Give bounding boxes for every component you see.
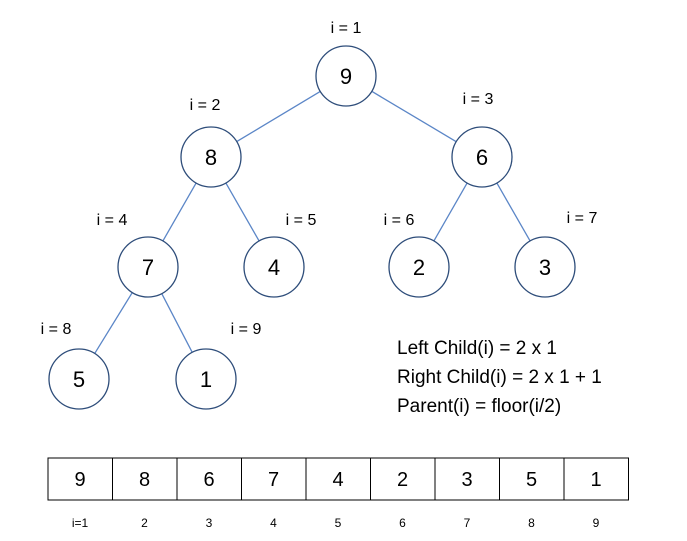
- node-value-8: 5: [73, 367, 85, 392]
- array-cell-value: 4: [332, 469, 343, 491]
- tree-edges: [94, 90, 531, 354]
- array-index-label: 5: [335, 516, 342, 530]
- tree-edge: [225, 182, 260, 242]
- tree-node: 9 i = 1: [315, 20, 377, 107]
- heap-array: 9 8 6 7 4 2 3 5 1 i=1 2 3 4 5 6 7 8 9: [47, 457, 629, 530]
- array-index-label: i=1: [72, 516, 89, 530]
- array-cell-value: 2: [397, 469, 408, 491]
- tree-node: 3 i = 7: [514, 210, 598, 298]
- array-cell: [434, 457, 500, 501]
- node-index-label-3: i = 3: [463, 91, 494, 108]
- formula-left-child: Left Child(i) = 2 x 1: [397, 338, 557, 359]
- node-index-label-7: i = 7: [567, 210, 598, 227]
- node-circle-1: [315, 45, 377, 107]
- node-circle-4: [117, 236, 179, 298]
- tree-edge: [94, 292, 133, 354]
- formula-block: Left Child(i) = 2 x 1 Right Child(i) = 2…: [397, 338, 602, 417]
- formula-parent: Parent(i) = floor(i/2): [397, 396, 561, 417]
- tree-edge: [371, 90, 457, 143]
- array-cell-value: 8: [139, 469, 150, 491]
- tree-node: 4 i = 5: [243, 212, 317, 298]
- node-circle-9: [175, 348, 237, 410]
- node-index-label-2: i = 2: [190, 97, 221, 114]
- array-index-label: 8: [528, 516, 535, 530]
- tree-node: 6 i = 3: [451, 91, 513, 188]
- tree-edge: [236, 90, 321, 143]
- node-index-label-9: i = 9: [231, 321, 262, 338]
- array-index-label: 3: [206, 516, 213, 530]
- array-cell: [176, 457, 242, 501]
- tree-edge: [162, 182, 197, 242]
- array-cell: [112, 457, 178, 501]
- tree-node: 8 i = 2: [180, 97, 242, 188]
- node-value-4: 7: [142, 255, 154, 280]
- array-cell-value: 6: [203, 469, 214, 491]
- node-value-2: 8: [205, 145, 217, 170]
- node-index-label-8: i = 8: [41, 321, 72, 338]
- node-index-label-6: i = 6: [384, 212, 415, 229]
- node-circle-3: [451, 126, 513, 188]
- node-value-5: 4: [268, 255, 280, 280]
- array-cell-value: 3: [461, 469, 472, 491]
- array-cell-value: 5: [526, 469, 537, 491]
- node-value-3: 6: [476, 145, 488, 170]
- tree-node: 5 i = 8: [41, 321, 110, 410]
- array-cell-value: 1: [590, 469, 601, 491]
- tree-node: 1 i = 9: [175, 321, 262, 410]
- node-value-9: 1: [200, 367, 212, 392]
- array-index-label: 7: [464, 516, 471, 530]
- tree-edge: [496, 182, 531, 242]
- tree-node: 2 i = 6: [384, 212, 450, 298]
- array-cell: [563, 457, 629, 501]
- array-cell-value: 7: [268, 469, 279, 491]
- tree-node: 7 i = 4: [97, 212, 179, 298]
- node-index-label-5: i = 5: [286, 212, 317, 229]
- formula-right-child: Right Child(i) = 2 x 1 + 1: [397, 367, 602, 388]
- array-index-label: 6: [399, 516, 406, 530]
- tree-edge: [433, 182, 468, 242]
- array-cell: [241, 457, 307, 501]
- node-value-1: 9: [340, 64, 352, 89]
- node-index-label-4: i = 4: [97, 212, 128, 229]
- array-cell-value: 9: [74, 469, 85, 491]
- array-cell: [47, 457, 113, 501]
- array-index-label: 9: [593, 516, 600, 530]
- array-index-label: 4: [270, 516, 277, 530]
- node-value-7: 3: [539, 255, 551, 280]
- tree-edge: [161, 293, 193, 353]
- array-cell: [305, 457, 371, 501]
- node-circle-6: [388, 236, 450, 298]
- node-circle-5: [243, 236, 305, 298]
- node-circle-8: [48, 348, 110, 410]
- array-index-label: 2: [141, 516, 148, 530]
- node-index-label-1: i = 1: [331, 20, 362, 37]
- node-circle-7: [514, 236, 576, 298]
- node-circle-2: [180, 126, 242, 188]
- node-value-6: 2: [413, 255, 425, 280]
